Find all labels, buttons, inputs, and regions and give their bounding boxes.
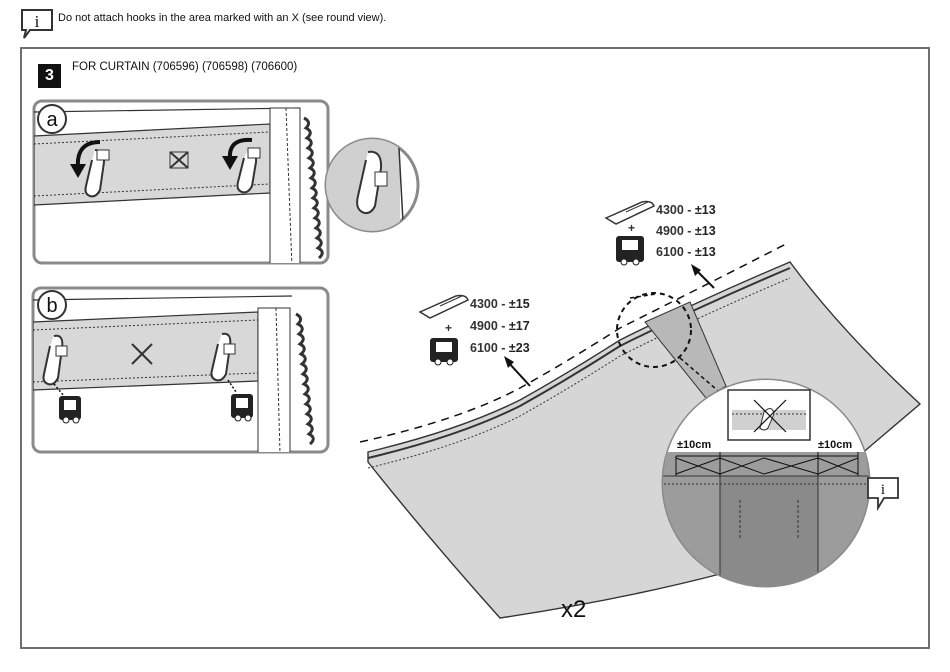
glider-icon	[59, 396, 81, 423]
glider-icon	[616, 236, 644, 265]
glider-icon	[231, 394, 253, 421]
left-margin-label: ±10cm	[677, 439, 711, 451]
plus-sign: +	[445, 321, 452, 335]
detail-a-label: a	[46, 109, 58, 131]
arrow-icon	[508, 362, 530, 386]
detail-a: a	[34, 101, 328, 268]
spec-6100-right: 6100 - ±13	[656, 245, 716, 259]
spec-6100-left: 6100 - ±23	[470, 341, 530, 355]
spec-4300-right: 4300 - ±13	[656, 203, 716, 217]
quantity-label: x2	[561, 596, 586, 624]
plus-sign: +	[628, 221, 635, 235]
detail-a-zoom	[320, 130, 428, 250]
flat-hook-icon	[420, 296, 468, 319]
detail-b-label: b	[46, 295, 57, 317]
spec-4300-left: 4300 - ±15	[470, 297, 530, 311]
spec-4900-right: 4900 - ±13	[656, 224, 716, 238]
zoom-info-icon: i	[868, 478, 898, 508]
glider-icon	[430, 338, 458, 365]
svg-text:i: i	[881, 482, 885, 498]
spec-4900-left: 4900 - ±17	[470, 319, 530, 333]
detail-b: b	[33, 288, 328, 454]
right-margin-label: ±10cm	[818, 439, 852, 451]
